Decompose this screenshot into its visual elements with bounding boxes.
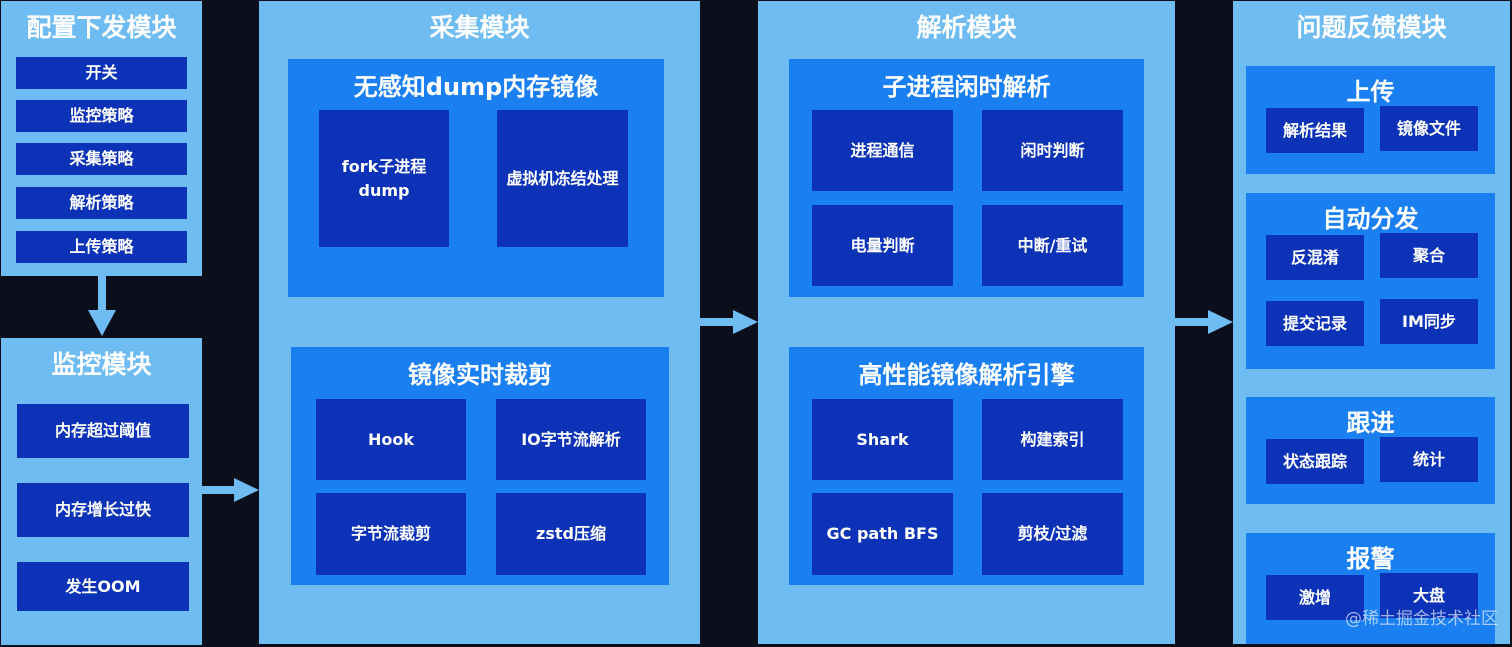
collect-group-trim-title: 镜像实时裁剪 xyxy=(408,361,552,389)
feedback-item-image-file: 镜像文件 xyxy=(1380,106,1478,151)
collect-group-dump: 无感知dump内存镜像 fork子进程 dump 虚拟机冻结处理 xyxy=(288,59,664,297)
watermark: @稀土掘金技术社区 xyxy=(1345,609,1498,629)
monitor-item-mem-growth: 内存增长过快 xyxy=(17,483,189,537)
collect-item-byte-trim: 字节流裁剪 xyxy=(316,493,466,575)
config-item-collect-strategy: 采集策略 xyxy=(16,143,187,175)
feedback-item-parse-result: 解析结果 xyxy=(1266,108,1364,153)
parse-item-battery-check: 电量判断 xyxy=(812,205,953,286)
config-item-upload-strategy: 上传策略 xyxy=(16,231,187,263)
collect-module-panel: 采集模块 无感知dump内存镜像 fork子进程 dump 虚拟机冻结处理 镜像… xyxy=(259,1,700,644)
arrow-parse-to-feedback xyxy=(1175,310,1233,334)
parse-item-interrupt-retry: 中断/重试 xyxy=(982,205,1123,286)
parse-item-idle-check: 闲时判断 xyxy=(982,110,1123,191)
feedback-group-follow: 跟进 状态跟踪 统计 xyxy=(1246,397,1495,504)
config-module-title: 配置下发模块 xyxy=(26,13,177,42)
feedback-item-deobfuscate: 反混淆 xyxy=(1266,235,1364,280)
collect-group-dump-title: 无感知dump内存镜像 xyxy=(353,73,599,101)
feedback-item-dashboard: 大盘 xyxy=(1380,573,1478,618)
collect-item-io-parse: IO字节流解析 xyxy=(496,399,646,480)
feedback-group-follow-title: 跟进 xyxy=(1346,409,1395,437)
collect-item-fork-dump: fork子进程 dump xyxy=(319,110,449,247)
monitor-module-panel: 监控模块 内存超过阈值 内存增长过快 发生OOM xyxy=(1,338,202,645)
feedback-group-alarm: 报警 激增 大盘 xyxy=(1246,533,1495,644)
parse-item-prune-filter: 剪枝/过滤 xyxy=(982,493,1123,575)
parse-item-shark: Shark xyxy=(812,399,953,480)
collect-item-hook: Hook xyxy=(316,399,466,480)
feedback-group-dispatch: 自动分发 反混淆 聚合 提交记录 IM同步 xyxy=(1246,193,1495,369)
collect-item-vm-freeze: 虚拟机冻结处理 xyxy=(497,110,628,247)
parse-item-build-index: 构建索引 xyxy=(982,399,1123,480)
collect-group-trim: 镜像实时裁剪 Hook IO字节流解析 字节流裁剪 zstd压缩 xyxy=(291,347,669,585)
config-item-parse-strategy: 解析策略 xyxy=(16,187,187,219)
feedback-module-title: 问题反馈模块 xyxy=(1296,13,1447,42)
arrow-collect-to-parse xyxy=(700,310,758,334)
feedback-item-statistics: 统计 xyxy=(1380,437,1478,482)
monitor-item-mem-threshold: 内存超过阈值 xyxy=(17,404,189,458)
arrow-monitor-to-collect xyxy=(202,478,259,502)
feedback-group-upload: 上传 解析结果 镜像文件 xyxy=(1246,66,1495,174)
parse-item-ipc: 进程通信 xyxy=(812,110,953,191)
config-item-monitor-strategy: 监控策略 xyxy=(16,100,187,132)
parse-group-engine-title: 高性能镜像解析引擎 xyxy=(858,361,1075,389)
collect-module-title: 采集模块 xyxy=(429,13,530,42)
feedback-item-im-sync: IM同步 xyxy=(1380,299,1478,344)
feedback-item-surge: 激增 xyxy=(1266,575,1364,620)
parse-group-idle-title: 子进程闲时解析 xyxy=(882,73,1051,101)
feedback-group-upload-title: 上传 xyxy=(1346,78,1395,106)
arrow-config-to-monitor xyxy=(88,276,116,336)
monitor-item-oom: 发生OOM xyxy=(17,562,189,611)
collect-item-zstd: zstd压缩 xyxy=(496,493,646,575)
feedback-item-aggregate: 聚合 xyxy=(1380,233,1478,278)
parse-module-panel: 解析模块 子进程闲时解析 进程通信 闲时判断 电量判断 中断/重试 高性能镜像解… xyxy=(758,1,1175,644)
feedback-group-dispatch-title: 自动分发 xyxy=(1322,205,1419,233)
feedback-item-status-track: 状态跟踪 xyxy=(1266,439,1364,484)
parse-group-engine: 高性能镜像解析引擎 Shark 构建索引 GC path BFS 剪枝/过滤 xyxy=(789,347,1144,585)
feedback-module-panel: 问题反馈模块 上传 解析结果 镜像文件 自动分发 反混淆 聚合 提交记录 IM同… xyxy=(1233,1,1510,644)
feedback-group-alarm-title: 报警 xyxy=(1346,545,1395,573)
parse-module-title: 解析模块 xyxy=(916,13,1017,42)
feedback-item-commit-record: 提交记录 xyxy=(1266,301,1364,346)
parse-group-idle: 子进程闲时解析 进程通信 闲时判断 电量判断 中断/重试 xyxy=(789,59,1144,297)
monitor-module-title: 监控模块 xyxy=(51,350,152,379)
config-module-panel: 配置下发模块 开关 监控策略 采集策略 解析策略 上传策略 xyxy=(1,1,202,276)
parse-item-gc-path-bfs: GC path BFS xyxy=(812,493,953,575)
config-item-switch: 开关 xyxy=(16,57,187,89)
